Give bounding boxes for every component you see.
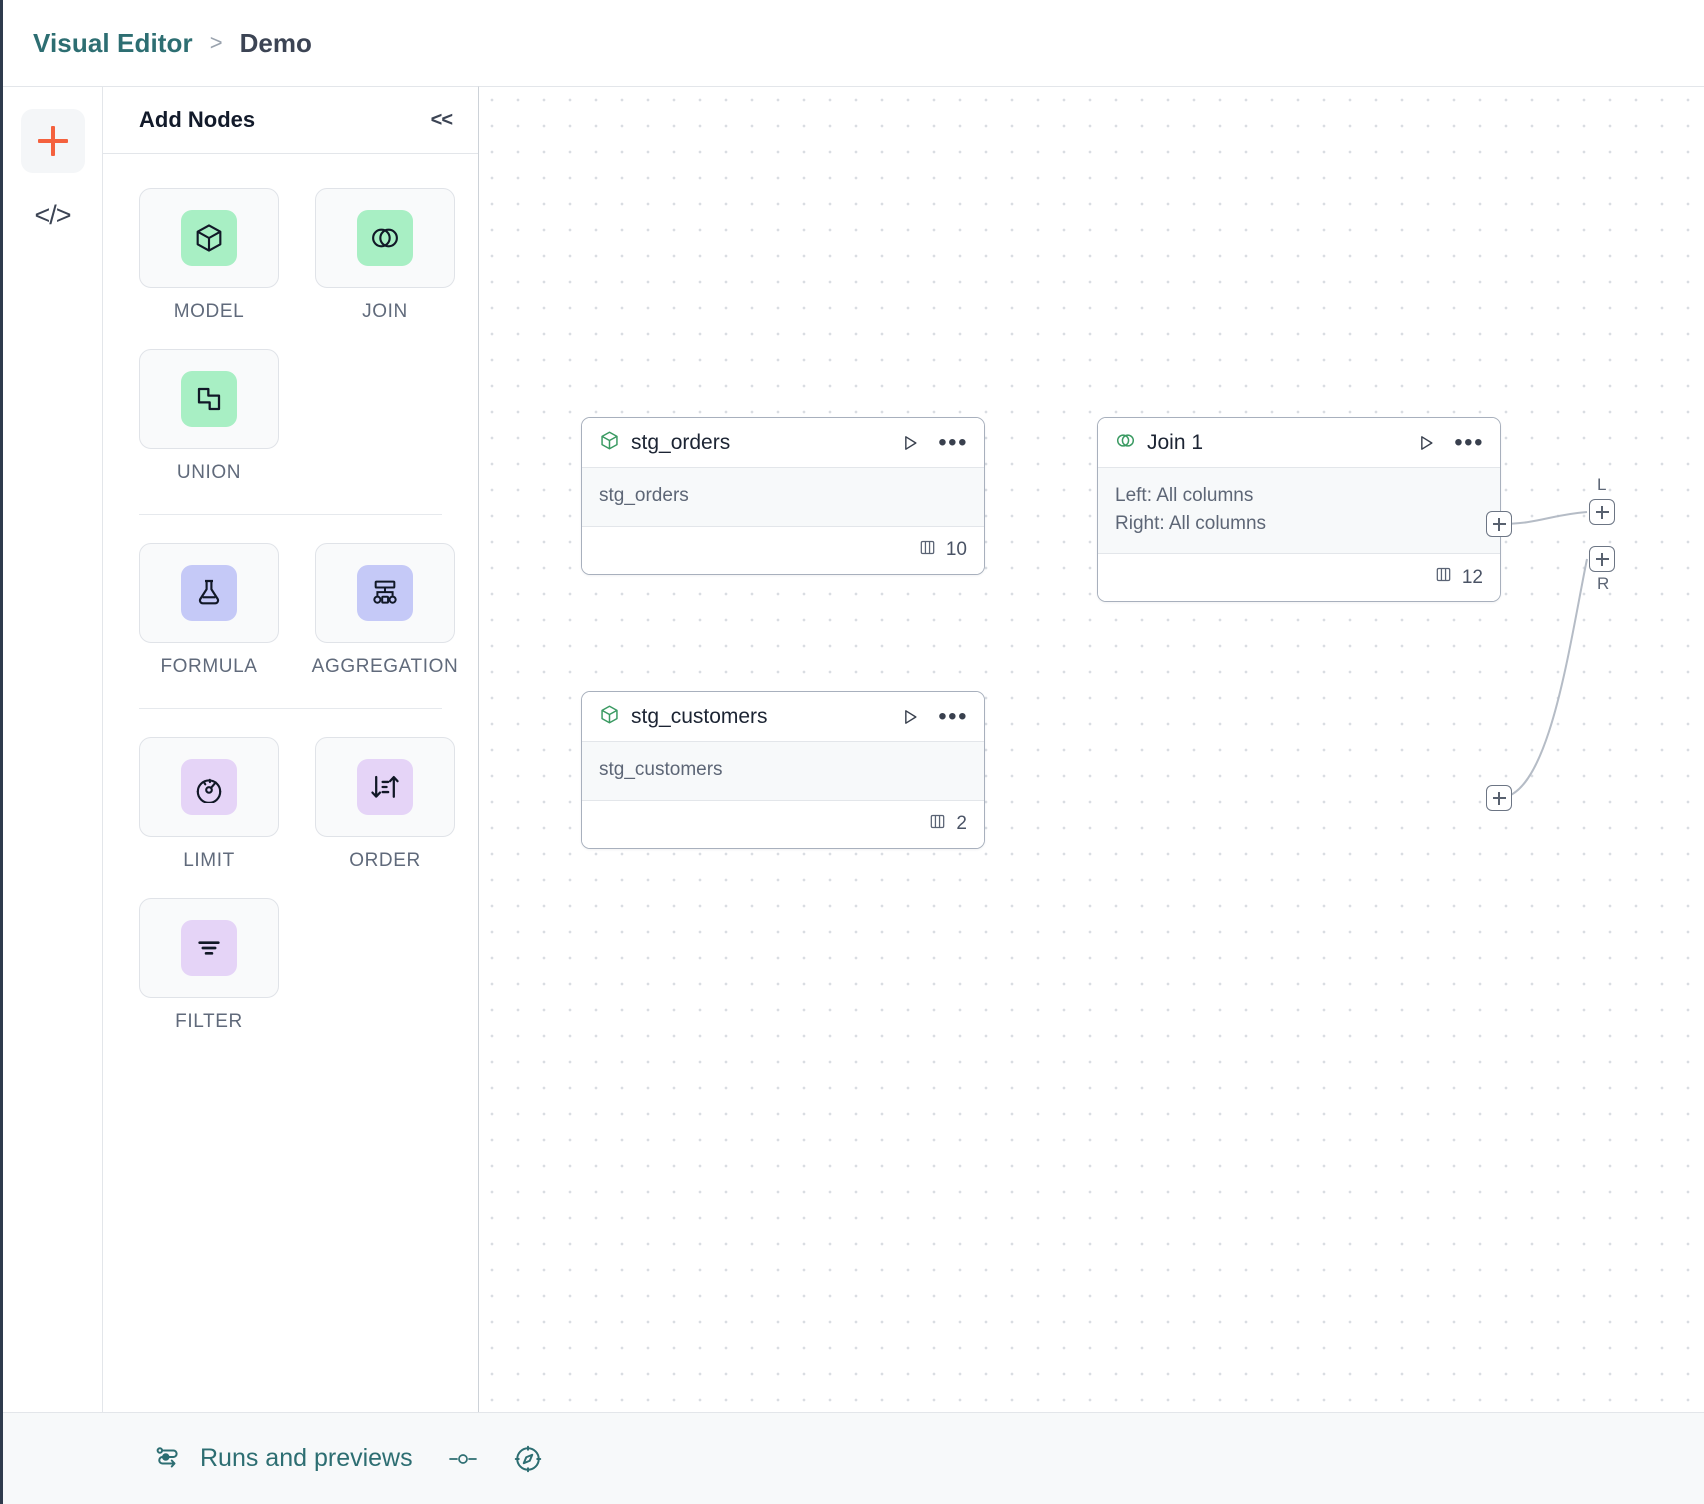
breadcrumb-leaf[interactable]: Demo [239, 27, 312, 58]
node-type-label: LIMIT [183, 850, 235, 871]
column-count: 10 [945, 539, 967, 561]
canvas-node-join-1[interactable]: Join 1 ••• Left: All columns Right: All … [1097, 417, 1501, 603]
breadcrumb-root[interactable]: Visual Editor [33, 27, 193, 58]
node-footer: 12 [1098, 554, 1500, 602]
canvas-node-stg-orders[interactable]: stg_orders ••• stg_orders [581, 417, 985, 575]
hierarchy-icon [357, 565, 413, 621]
bottom-toolbar: Runs and previews [3, 1412, 1704, 1504]
flask-icon [181, 565, 237, 621]
venn-icon [357, 210, 413, 266]
icon-rail: </> [3, 86, 103, 1412]
union-shapes-icon [181, 371, 237, 427]
panel-divider [139, 708, 442, 709]
play-icon[interactable] [900, 707, 920, 727]
node-header[interactable]: Join 1 ••• [1098, 418, 1500, 468]
node-footer: 10 [582, 526, 984, 574]
node-footer: 2 [582, 800, 984, 848]
more-options-icon[interactable]: ••• [1454, 428, 1484, 456]
compass-icon[interactable] [513, 1444, 543, 1474]
code-view-button[interactable]: </> [21, 183, 85, 247]
node-type-limit[interactable]: LIMIT [139, 737, 279, 872]
node-type-label: AGGREGATION [311, 656, 459, 677]
runs-flow-icon [153, 1444, 183, 1474]
node-group-sources: MODEL JOIN [103, 188, 478, 484]
node-group-row-ops: LIMIT ORDER [103, 737, 478, 1033]
columns-icon [1434, 565, 1453, 590]
add-nodes-header: Add Nodes << [103, 87, 478, 154]
node-type-join[interactable]: JOIN [315, 188, 455, 323]
filter-lines-icon [181, 920, 237, 976]
node-type-label: FORMULA [160, 656, 258, 677]
node-type-label: MODEL [173, 301, 245, 322]
collapse-panel-button[interactable]: << [430, 108, 453, 131]
cube-icon [599, 704, 620, 730]
column-count: 12 [1461, 566, 1483, 588]
node-type-label: JOIN [362, 301, 408, 322]
add-nodes-panel: Add Nodes << [103, 86, 479, 1412]
node-type-order[interactable]: ORDER [315, 737, 455, 872]
flow-canvas[interactable]: stg_orders ••• stg_orders [479, 86, 1704, 1412]
play-icon[interactable] [900, 433, 920, 453]
slider-toggle-icon[interactable] [447, 1448, 479, 1470]
more-options-icon[interactable]: ••• [938, 428, 968, 456]
node-header[interactable]: stg_customers ••• [582, 692, 984, 742]
node-type-filter[interactable]: FILTER [139, 898, 279, 1033]
column-count: 2 [956, 813, 967, 835]
cube-icon [181, 210, 237, 266]
editor-body: </> Add Nodes << [3, 86, 1704, 1412]
node-group-transforms: FORMULA [103, 543, 478, 678]
columns-icon [928, 812, 947, 837]
edge-orders-to-join-left [1498, 511, 1588, 525]
node-body-line: stg_orders [599, 485, 689, 506]
gauge-icon [181, 759, 237, 815]
output-handle-stg-customers[interactable] [1486, 785, 1512, 811]
canvas-node-stg-customers[interactable]: stg_customers ••• stg_customers [581, 691, 985, 849]
node-title: stg_customers [631, 704, 768, 728]
node-title: stg_orders [631, 430, 731, 454]
runs-and-previews-label: Runs and previews [200, 1444, 413, 1472]
input-handle-join-right[interactable] [1589, 546, 1615, 572]
more-options-icon[interactable]: ••• [938, 702, 968, 730]
breadcrumb-separator: > [209, 30, 223, 55]
add-nodes-list: MODEL JOIN [103, 154, 478, 1412]
code-icon: </> [34, 199, 71, 230]
panel-title: Add Nodes [139, 107, 256, 132]
node-body: Left: All columns Right: All columns [1098, 468, 1500, 555]
node-type-aggregation[interactable]: AGGREGATION [312, 543, 458, 678]
input-handle-join-left[interactable] [1589, 499, 1615, 525]
node-type-label: FILTER [175, 1011, 243, 1032]
node-type-union[interactable]: UNION [139, 349, 279, 484]
node-body: stg_orders [582, 468, 984, 527]
cube-icon [599, 430, 620, 456]
node-type-formula[interactable]: FORMULA [139, 543, 279, 678]
node-header[interactable]: stg_orders ••• [582, 418, 984, 468]
edge-customers-to-join-right [1498, 558, 1588, 799]
handle-label-right: R [1597, 574, 1610, 593]
node-body-line: Left: All columns [1115, 485, 1254, 506]
node-body-line: stg_customers [599, 759, 723, 780]
handle-label-left: L [1597, 475, 1607, 494]
play-icon[interactable] [1416, 433, 1436, 453]
add-node-button[interactable] [20, 109, 85, 173]
panel-divider [139, 514, 442, 515]
node-type-model[interactable]: MODEL [139, 188, 279, 323]
venn-icon [1115, 430, 1136, 456]
node-title: Join 1 [1147, 430, 1204, 454]
runs-and-previews-button[interactable]: Runs and previews [153, 1444, 413, 1474]
sort-icon [357, 759, 413, 815]
columns-icon [918, 538, 937, 563]
plus-icon [37, 126, 68, 156]
output-handle-stg-orders[interactable] [1486, 511, 1512, 537]
node-body: stg_customers [582, 742, 984, 801]
breadcrumb: Visual Editor > Demo [3, 0, 1704, 86]
node-body-line: Right: All columns [1115, 512, 1267, 534]
node-type-label: ORDER [349, 850, 421, 871]
node-type-label: UNION [176, 462, 242, 483]
